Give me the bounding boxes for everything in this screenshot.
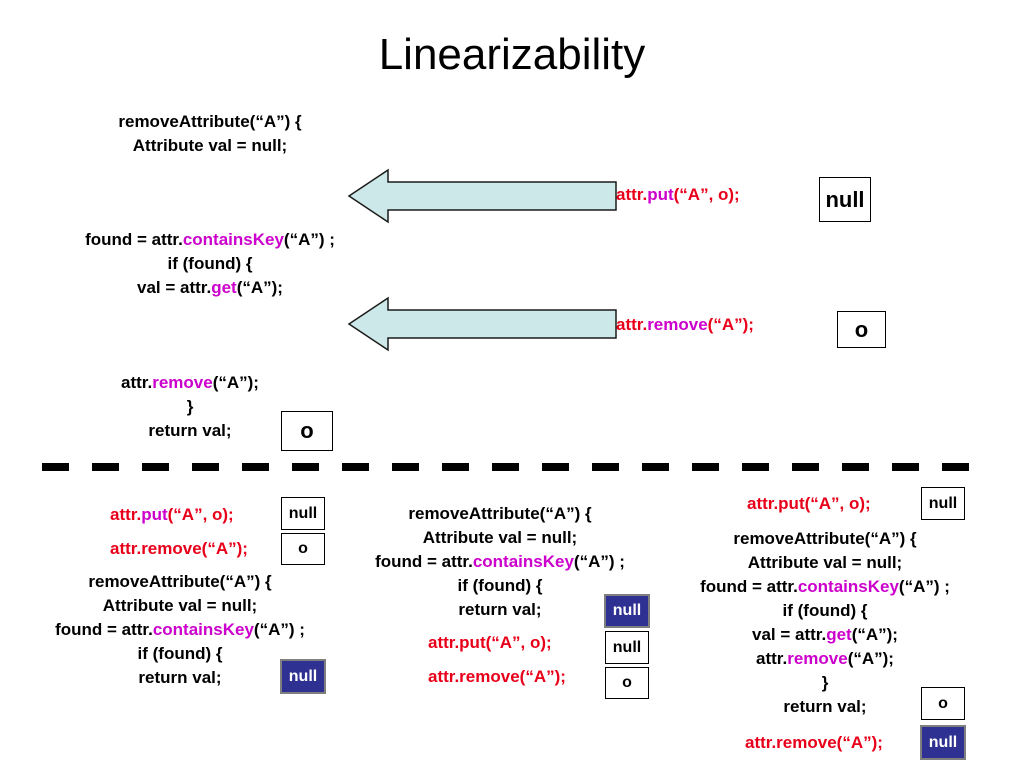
code-line: removeAttribute(“A”) { bbox=[118, 112, 302, 131]
bl-code: removeAttribute(“A”) { Attribute val = n… bbox=[20, 570, 340, 690]
code-line: return val; bbox=[148, 421, 232, 440]
code-line: removeAttribute(“A”) { bbox=[408, 504, 592, 523]
code-line: if (found) { bbox=[137, 644, 223, 663]
bm-code: removeAttribute(“A”) { Attribute val = n… bbox=[340, 502, 660, 622]
code-line: if (found) { bbox=[457, 576, 543, 595]
code-line: return val; bbox=[783, 697, 867, 716]
code-line: attr.remove(“A”); bbox=[756, 649, 894, 668]
bl-remove-call: attr.remove(“A”); bbox=[110, 539, 248, 558]
br-put-call: attr.put(“A”, o); bbox=[747, 494, 871, 513]
top-put-call: attr.put(“A”, o); bbox=[616, 185, 740, 204]
bm-put-call: attr.put(“A”, o); bbox=[428, 633, 552, 652]
code-line: val = attr.get(“A”); bbox=[137, 278, 283, 297]
bm-put-result-box: null bbox=[605, 631, 649, 664]
code-line: found = attr.containsKey(“A”) ; bbox=[700, 577, 950, 596]
bm-return-box: null bbox=[604, 594, 650, 628]
code-line: Attribute val = null; bbox=[132, 136, 288, 155]
bl-put-result-box: null bbox=[281, 497, 325, 530]
code-line: return val; bbox=[458, 600, 542, 619]
code-line: Attribute val = null; bbox=[747, 553, 903, 572]
code-line: found = attr.containsKey(“A”) ; bbox=[375, 552, 625, 571]
code-line: } bbox=[186, 397, 194, 416]
top-return-box: o bbox=[281, 411, 333, 451]
top-put-result-box: null bbox=[819, 177, 871, 222]
code-line: } bbox=[821, 673, 829, 692]
bl-remove-result-box: o bbox=[281, 533, 325, 565]
bl-put-call: attr.put(“A”, o); bbox=[110, 505, 234, 524]
code-line: Attribute val = null; bbox=[422, 528, 578, 547]
top-thread-a-code: removeAttribute(“A”) { Attribute val = n… bbox=[20, 110, 400, 158]
code-line: found = attr.containsKey(“A”) ; bbox=[85, 230, 335, 249]
code-line: if (found) { bbox=[782, 601, 868, 620]
top-thread-a-code-2: found = attr.containsKey(“A”) ; if (foun… bbox=[20, 228, 400, 300]
code-line: return val; bbox=[138, 668, 222, 687]
slide-title: Linearizability bbox=[378, 30, 646, 79]
br-remove-call: attr.remove(“A”); bbox=[745, 733, 883, 752]
left-arrow-icon-2 bbox=[347, 296, 617, 352]
code-line: attr.remove(“A”); bbox=[121, 373, 259, 392]
bl-return-box: null bbox=[280, 659, 326, 694]
bm-remove-result-box: o bbox=[605, 667, 649, 699]
code-line: removeAttribute(“A”) { bbox=[88, 572, 272, 591]
code-line: found = attr.containsKey(“A”) ; bbox=[55, 620, 305, 639]
code-line: if (found) { bbox=[167, 254, 253, 273]
bm-remove-call: attr.remove(“A”); bbox=[428, 667, 566, 686]
dashed-separator bbox=[42, 463, 972, 471]
code-line: Attribute val = null; bbox=[102, 596, 258, 615]
br-code: removeAttribute(“A”) { Attribute val = n… bbox=[670, 527, 980, 719]
br-return-box: o bbox=[921, 687, 965, 720]
br-put-result-box: null bbox=[921, 487, 965, 520]
left-arrow-icon-1 bbox=[347, 168, 617, 224]
code-line: removeAttribute(“A”) { bbox=[733, 529, 917, 548]
top-remove-result-box: o bbox=[837, 311, 886, 348]
top-thread-a-code-3: attr.remove(“A”); } return val; bbox=[20, 371, 360, 443]
br-remove-result-box: null bbox=[920, 725, 966, 760]
top-remove-call: attr.remove(“A”); bbox=[616, 315, 754, 334]
code-line: val = attr.get(“A”); bbox=[752, 625, 898, 644]
